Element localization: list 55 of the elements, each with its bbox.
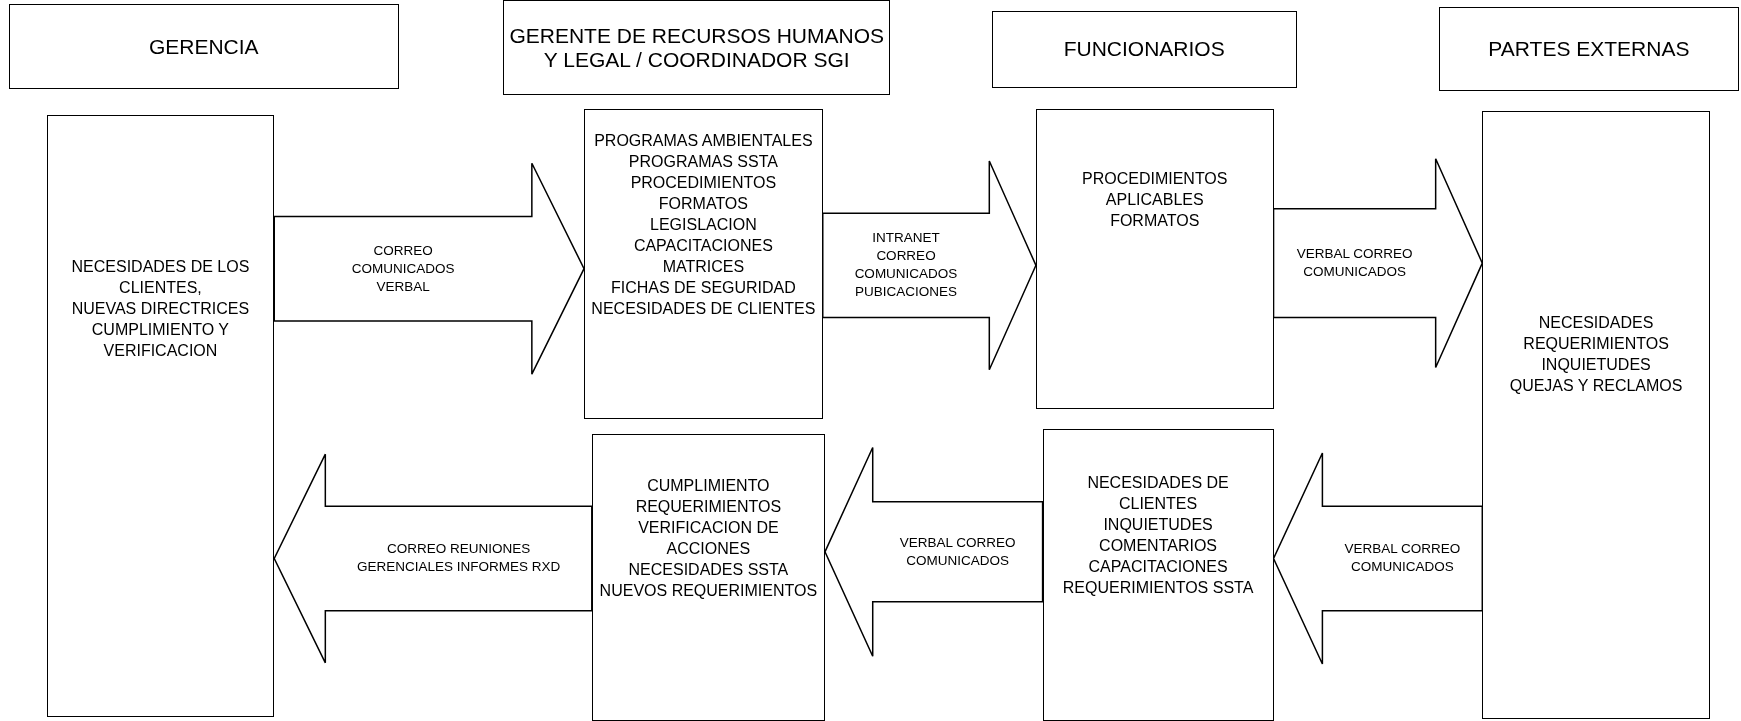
content-box: [591, 434, 825, 721]
item-text: REQUERIMIENTOS SSTA: [1062, 577, 1254, 598]
item-text: CAPACITACIONES: [633, 235, 773, 256]
edge-label: INTRANET CORREO COMUNICADOS PUBICACIONES: [853, 229, 959, 302]
item-text: PROGRAMAS SSTA: [628, 151, 778, 172]
item-text: PROCEDIMIENTOS: [630, 172, 777, 193]
item-text: COMENTARIOS: [1099, 535, 1218, 556]
edge-label: VERBAL CORREO COMUNICADOS: [1295, 245, 1414, 282]
item-text: REQUERIMIENTOS: [1523, 334, 1669, 355]
item-text: CUMPLIMIENTO: [647, 476, 770, 497]
item-text: FICHAS DE SEGURIDAD: [610, 277, 796, 298]
item-text: APLICABLES: [1105, 189, 1204, 210]
block-arrow: [273, 453, 593, 664]
item-text: FORMATOS: [1110, 210, 1200, 231]
item-text: REQUERIMIENTOS: [635, 497, 782, 518]
column-header-box: [1439, 6, 1739, 92]
item-text: PROGRAMAS AMBIENTALES: [594, 130, 813, 151]
item-text: VERIFICACION DE ACCIONES: [637, 518, 780, 560]
column-header-box: [991, 11, 1297, 88]
content-box: [1042, 428, 1274, 721]
item-text: INQUIETUDES: [1541, 355, 1651, 376]
column-title: GERENTE DE RECURSOS HUMANOS Y LEGAL / COORDINADOR SGI: [508, 23, 885, 72]
block-arrow: [273, 162, 585, 375]
item-text: PROCEDIMIENTOS: [1082, 168, 1228, 189]
item-text: MATRICES: [662, 256, 745, 277]
column-header-box: [8, 4, 399, 89]
item-text: NECESIDADES DE CLIENTES: [591, 298, 816, 319]
content-box: [1035, 108, 1274, 409]
item-text: NUEVOS REQUERIMIENTOS: [599, 581, 818, 602]
content-box: [46, 115, 275, 718]
edge-label: CORREO COMUNICADOS VERBAL: [350, 241, 456, 296]
block-arrow: [822, 160, 1037, 371]
item-text: CAPACITACIONES: [1088, 556, 1228, 577]
content-box: [1482, 111, 1710, 720]
column-title: FUNCIONARIOS: [1063, 37, 1225, 62]
edge-label: VERBAL CORREO COMUNICADOS: [898, 533, 1017, 570]
item-text: LEGISLACION: [650, 214, 757, 235]
column-title: GERENCIA: [148, 34, 259, 59]
item-text: NECESIDADES DE CLIENTES: [1086, 472, 1230, 514]
item-text: NECESIDADES DE LOS CLIENTES,: [70, 257, 251, 299]
edge-label: CORREO REUNIONES GERENCIALES INFORMES RXD: [355, 540, 562, 577]
item-text: CUMPLIMIENTO Y VERIFICACION: [90, 320, 231, 362]
edge-label: VERBAL CORREO COMUNICADOS: [1343, 540, 1462, 577]
block-arrow: [824, 446, 1044, 657]
item-text: NECESIDADES: [1538, 313, 1654, 334]
item-text: NECESIDADES SSTA: [628, 560, 789, 581]
block-arrow: [1272, 452, 1484, 665]
item-text: NUEVAS DIRECTRICES: [71, 299, 250, 320]
column-title: PARTES EXTERNAS: [1488, 36, 1690, 61]
item-text: FORMATOS: [658, 193, 748, 214]
item-text: INQUIETUDES: [1103, 514, 1213, 535]
item-text: QUEJAS Y RECLAMOS: [1509, 376, 1683, 397]
column-header-box: [502, 0, 891, 96]
block-arrow: [1272, 158, 1484, 369]
content-box: [584, 108, 823, 419]
